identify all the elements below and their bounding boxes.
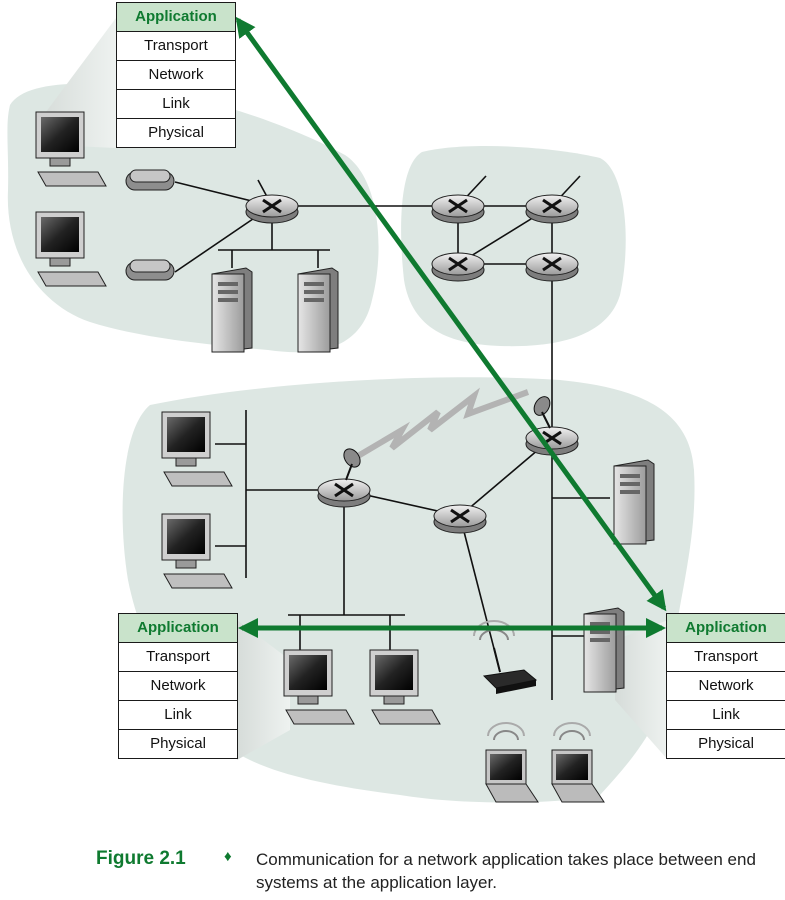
layer-application: Application [119,614,237,642]
router [431,252,485,282]
region-top-right [401,145,626,347]
desktop-computer-icon [161,411,233,487]
protocol-stack-bottom-left: Application Transport Network Link Physi… [118,613,238,759]
router [525,252,579,282]
caption-separator-icon: ♦ [224,848,232,865]
laptop-icon [485,722,539,803]
modem-icon [125,259,175,281]
laptop-icon [551,722,605,803]
server-icon [583,607,625,693]
cone-bottom-left [237,620,290,760]
desktop-computer-icon [369,649,441,725]
layer-physical: Physical [119,729,237,758]
router [431,194,485,224]
router [433,504,487,534]
cone-bottom-right [615,620,668,760]
layer-network: Network [117,60,235,89]
application-communication-arrow [235,16,667,612]
layer-application: Application [117,3,235,31]
router [245,194,299,224]
layer-link: Link [117,89,235,118]
protocol-stack-bottom-right: Application Transport Network Link Physi… [666,613,785,759]
layer-network: Network [119,671,237,700]
layer-physical: Physical [667,729,785,758]
figure-label: Figure 2.1 [96,848,186,869]
modem-icon [125,169,175,191]
layer-physical: Physical [117,118,235,147]
layer-application: Application [667,614,785,642]
layer-link: Link [119,700,237,729]
caption-text: Communication for a network application … [256,850,756,892]
router [525,194,579,224]
router [317,478,371,508]
server-icon [297,267,339,353]
layer-transport: Transport [667,642,785,671]
layer-transport: Transport [117,31,235,60]
layer-transport: Transport [119,642,237,671]
protocol-stack-top-left: Application Transport Network Link Physi… [116,2,236,148]
server-icon [211,267,253,353]
server-icon [613,459,655,545]
desktop-computer-icon [283,649,355,725]
desktop-computer-icon [35,111,107,187]
desktop-computer-icon [161,513,233,589]
layer-network: Network [667,671,785,700]
layer-link: Link [667,700,785,729]
desktop-computer-icon [35,211,107,287]
